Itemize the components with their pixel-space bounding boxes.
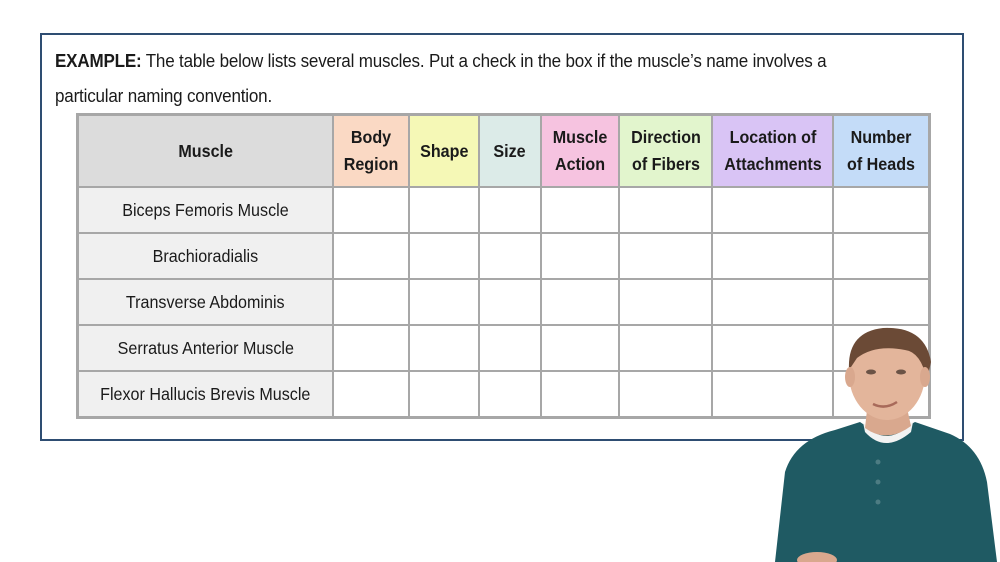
presenter-video <box>775 327 997 562</box>
header-direction-of-fibers: Direction of Fibers <box>618 113 713 188</box>
check-cell-muscle-action[interactable] <box>540 232 620 280</box>
header-row: Muscle Body Region Shape Size Muscle Act… <box>76 113 931 188</box>
check-cell-size[interactable] <box>478 232 542 280</box>
header-muscle-action: Muscle Action <box>540 113 620 188</box>
muscle-name: Serratus Anterior Muscle <box>76 324 334 372</box>
check-cell-shape[interactable] <box>408 370 480 419</box>
check-cell-number-of-heads[interactable] <box>832 186 931 234</box>
check-cell-muscle-action[interactable] <box>540 186 620 234</box>
check-cell-size[interactable] <box>478 324 542 372</box>
check-cell-muscle-action[interactable] <box>540 324 620 372</box>
muscle-name: Biceps Femoris Muscle <box>76 186 334 234</box>
presenter-hair <box>848 327 931 380</box>
header-location-of-attachments: Location of Attachments <box>711 113 834 188</box>
check-cell-location-of-attachments[interactable] <box>711 278 834 326</box>
check-cell-direction-of-fibers[interactable] <box>618 186 713 234</box>
check-cell-body-region[interactable] <box>332 324 410 372</box>
check-cell-body-region[interactable] <box>332 186 410 234</box>
check-cell-shape[interactable] <box>408 232 480 280</box>
example-text: The table below lists several muscles. P… <box>55 50 827 106</box>
check-cell-location-of-attachments[interactable] <box>711 186 834 234</box>
check-cell-size[interactable] <box>478 278 542 326</box>
check-cell-muscle-action[interactable] <box>540 278 620 326</box>
check-cell-direction-of-fibers[interactable] <box>618 278 713 326</box>
check-cell-number-of-heads[interactable] <box>832 278 931 326</box>
muscle-name: Transverse Abdominis <box>76 278 334 326</box>
muscle-naming-table: Muscle Body Region Shape Size Muscle Act… <box>76 113 931 419</box>
header-shape: Shape <box>408 113 480 188</box>
header-body-region: Body Region <box>332 113 410 188</box>
check-cell-body-region[interactable] <box>332 370 410 419</box>
header-muscle: Muscle <box>76 113 334 188</box>
presenter-shirt <box>775 422 997 562</box>
check-cell-shape[interactable] <box>408 324 480 372</box>
check-cell-muscle-action[interactable] <box>540 370 620 419</box>
check-cell-location-of-attachments[interactable] <box>711 370 834 419</box>
check-cell-direction-of-fibers[interactable] <box>618 324 713 372</box>
muscle-name: Brachioradialis <box>76 232 334 280</box>
example-frame: EXAMPLE: The table below lists several m… <box>40 33 964 441</box>
table-row: Brachioradialis <box>76 232 931 280</box>
example-prompt: EXAMPLE: The table below lists several m… <box>55 43 865 113</box>
check-cell-body-region[interactable] <box>332 232 410 280</box>
header-number-of-heads: Number of Heads <box>832 113 931 188</box>
muscle-name: Flexor Hallucis Brevis Muscle <box>76 370 334 419</box>
table-row: Transverse Abdominis <box>76 278 931 326</box>
check-cell-size[interactable] <box>478 370 542 419</box>
check-cell-location-of-attachments[interactable] <box>711 232 834 280</box>
header-size: Size <box>478 113 542 188</box>
example-label: EXAMPLE: <box>55 50 142 71</box>
check-cell-location-of-attachments[interactable] <box>711 324 834 372</box>
check-cell-direction-of-fibers[interactable] <box>618 370 713 419</box>
check-cell-shape[interactable] <box>408 278 480 326</box>
check-cell-size[interactable] <box>478 186 542 234</box>
check-cell-body-region[interactable] <box>332 278 410 326</box>
check-cell-direction-of-fibers[interactable] <box>618 232 713 280</box>
check-cell-number-of-heads[interactable] <box>832 232 931 280</box>
table-row: Biceps Femoris Muscle <box>76 186 931 234</box>
check-cell-shape[interactable] <box>408 186 480 234</box>
